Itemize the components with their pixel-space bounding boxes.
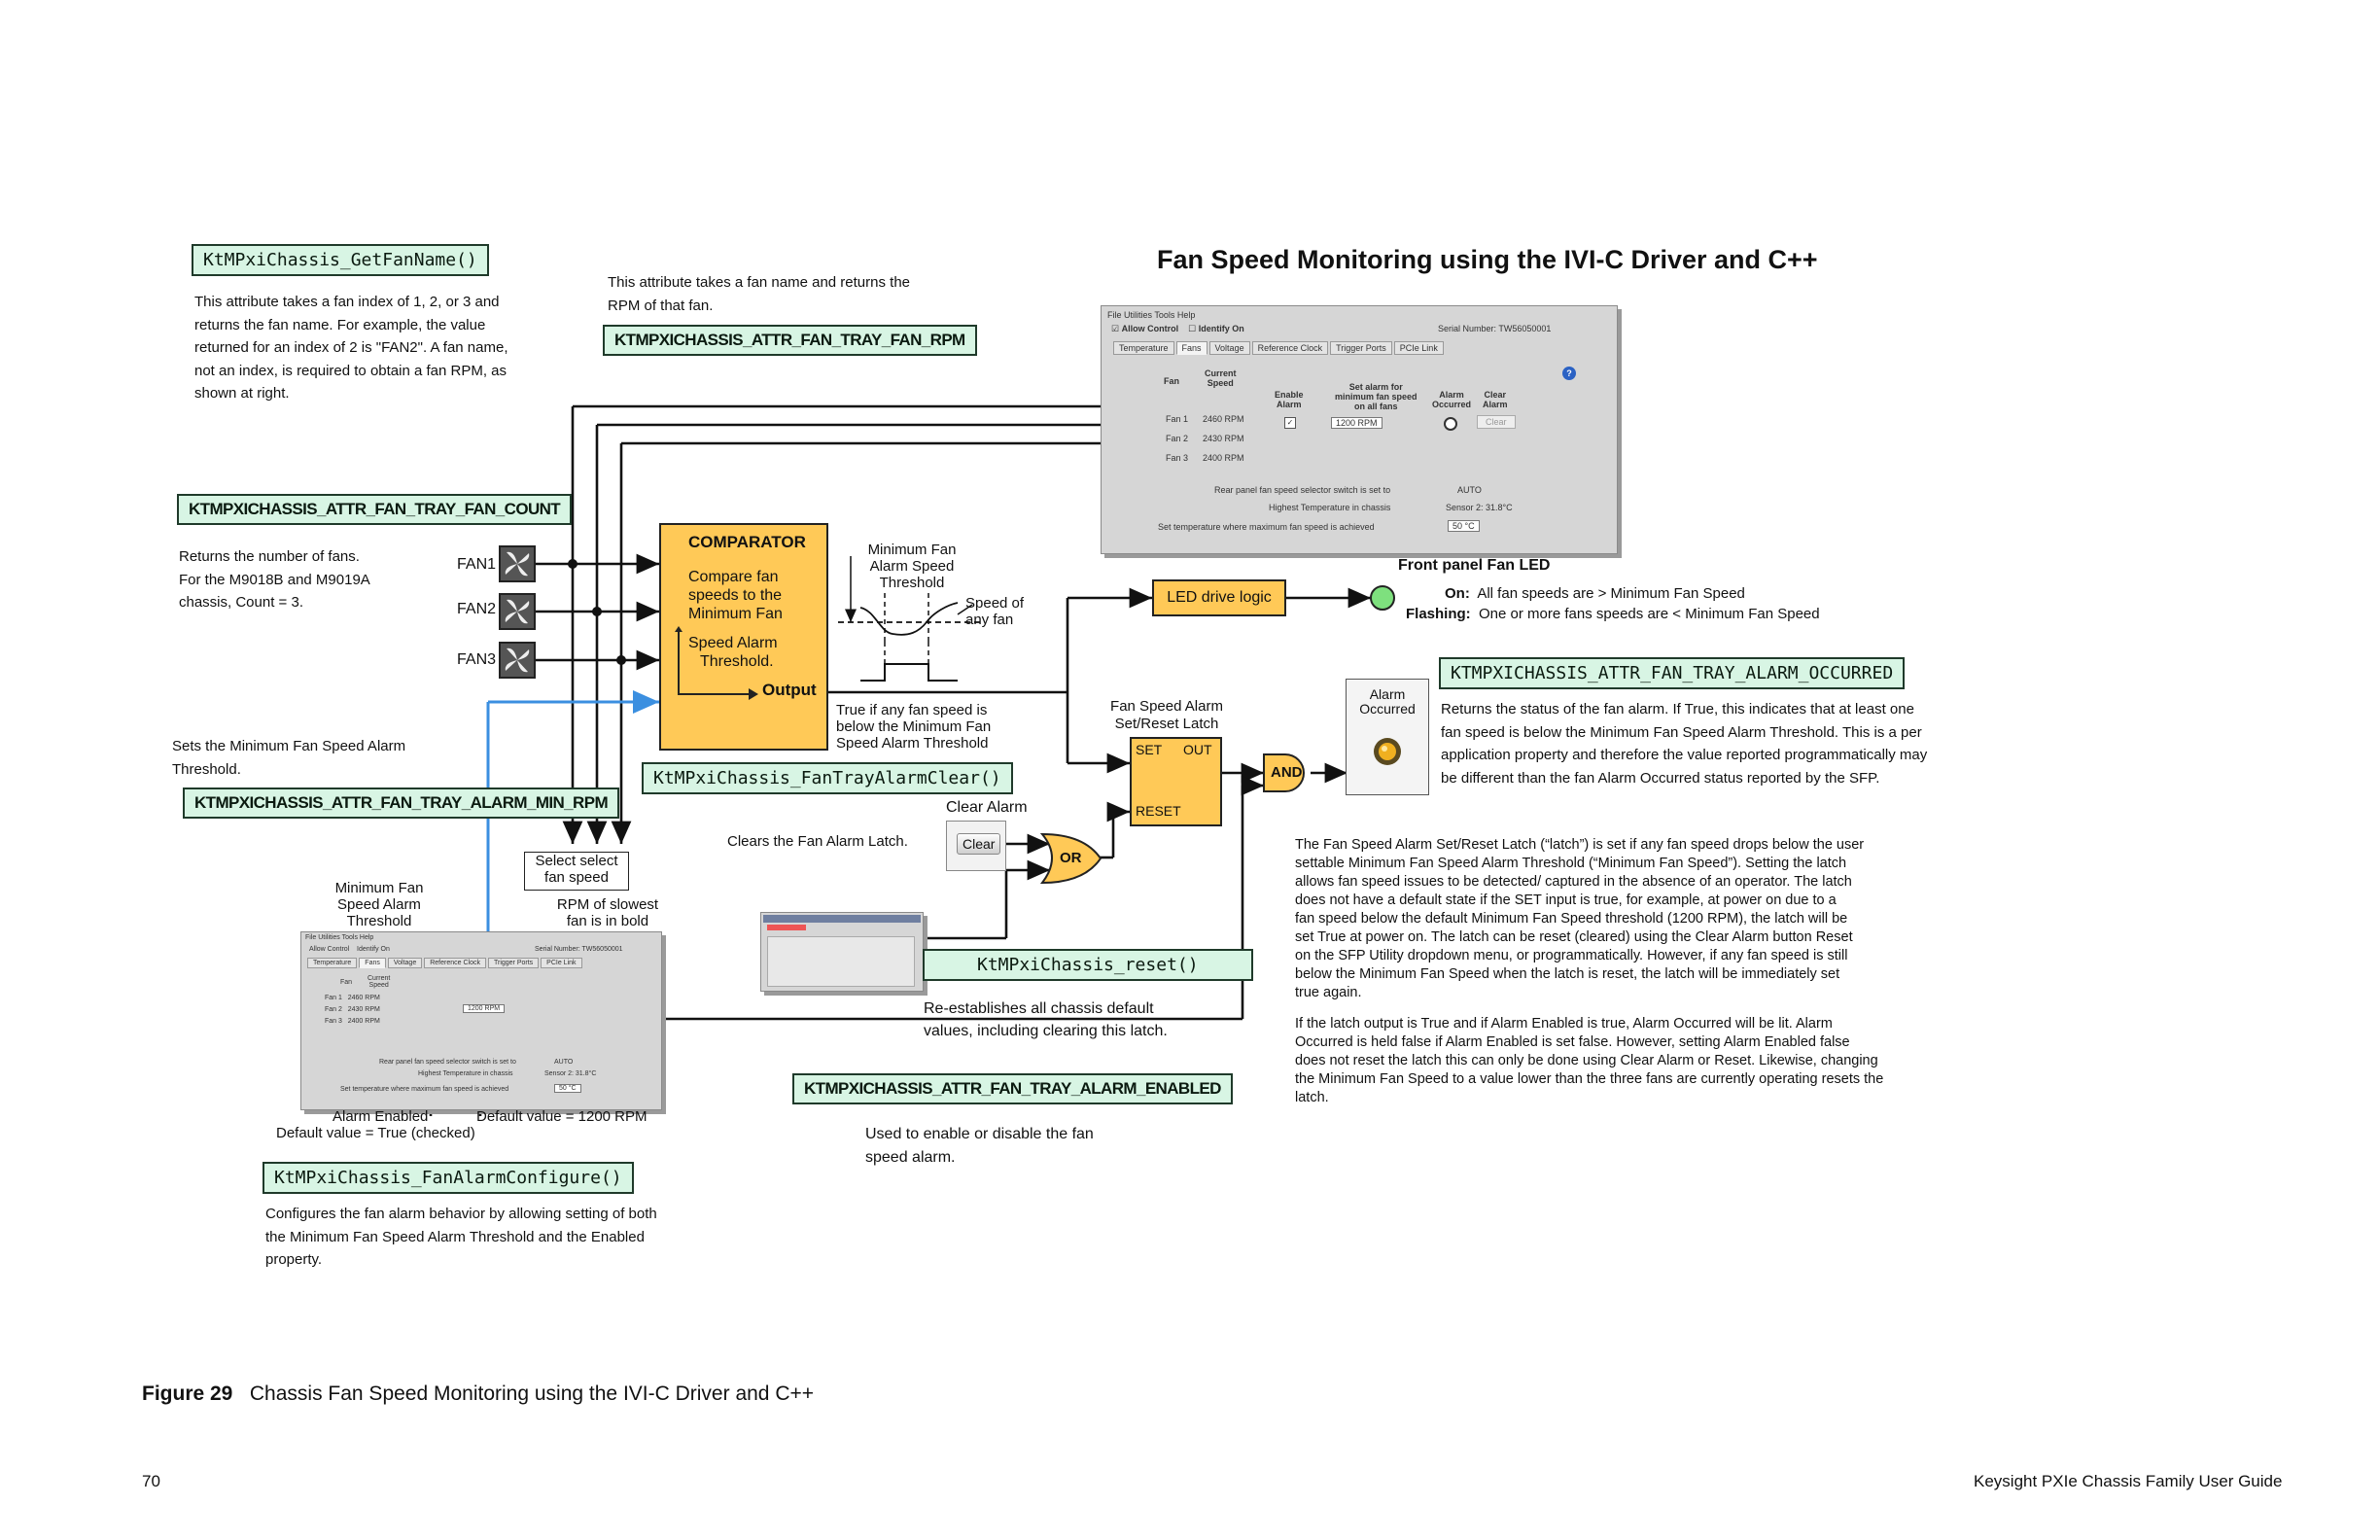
fan2-label: FAN2 [457,601,497,617]
tab-voltage[interactable]: Voltage [1208,341,1250,355]
get-fan-name-desc: This attribute takes a fan index of 1, 2… [194,294,508,402]
figure-caption: Figure 29 Chassis Fan Speed Monitoring u… [142,1382,815,1405]
clear-alarm-label: Clear Alarm [946,799,1028,816]
tab-trigger-ports[interactable]: Trigger Ports [1330,341,1392,355]
alarm-occurred-code: KTMPXICHASSIS_ATTR_FAN_TRAY_ALARM_OCCURR… [1439,657,1906,689]
help-icon[interactable]: ? [1562,367,1576,380]
fan1-icon [499,545,536,582]
get-fan-name-code: KtMPxiChassis_GetFanName() [192,244,489,276]
min-speed-input[interactable]: 1200 RPM [1331,417,1382,429]
reset-code: KtMPxiChassis_reset() [923,949,1253,981]
set-reset-latch: SET OUT RESET [1130,737,1222,826]
latch-paragraph-2: If the latch output is True and if Alarm… [1295,1016,1884,1105]
fan-count-code: KTMPXICHASSIS_ATTR_FAN_TRAY_FAN_COUNT [177,494,573,525]
clear-alarm-button[interactable]: Clear [957,833,1001,855]
and-gate-label: AND [1271,764,1303,781]
fan-alarm-configure-code: KtMPxiChassis_FanAlarmConfigure() [262,1162,634,1194]
or-gate [1039,832,1102,885]
sfp-window-small: File Utilities Tools Help Allow Control … [300,931,662,1110]
page-title: Fan Speed Monitoring using the IVI-C Dri… [1157,245,1818,274]
fan-rpm-code: KTMPXICHASSIS_ATTR_FAN_TRAY_FAN_RPM [603,325,977,356]
front-led-on: On: All fan speeds are > Minimum Fan Spe… [1445,585,1745,602]
fan2-icon [499,593,536,630]
fan3-icon [499,642,536,679]
clear-alarm-button-main[interactable]: Clear [1477,415,1516,429]
alarm-occurred-desc: Returns the status of the fan alarm. If … [1441,701,1928,787]
tab-reference-clock[interactable]: Reference Clock [1251,341,1329,355]
tab-fans[interactable]: Fans [1175,341,1208,355]
clears-latch-text: Clears the Fan Alarm Latch. [727,833,908,850]
tab-temperature[interactable]: Temperature [1113,341,1174,355]
alarm-occurred-light [1444,417,1457,431]
front-led-title: Front panel Fan LED [1398,557,1551,574]
fan-count-desc: Returns the number of fans.For the M9018… [179,548,370,611]
enable-alarm-checkbox[interactable]: ✓ [1284,417,1296,429]
fan1-label: FAN1 [457,556,497,573]
footer-guide-title: Keysight PXIe Chassis Family User Guide [1974,1472,2283,1490]
sfp-reset-window-thumb [760,912,924,992]
min-rpm-code: KTMPXICHASSIS_ATTR_FAN_TRAY_ALARM_MIN_RP… [183,788,620,819]
min-speed-input-small[interactable]: 1200 RPM [463,1004,506,1013]
default-rpm-label: Default value = 1200 RPM [476,1108,648,1125]
fan-alarm-configure-desc: Configures the fan alarm behavior by all… [265,1206,657,1268]
sfp-window-main: File Utilities Tools Help ☑ Allow Contro… [1101,305,1618,554]
front-led-flashing: Flashing: One or more fans speeds are < … [1406,606,1820,622]
or-gate-label: OR [1060,850,1082,866]
allow-control-checkbox[interactable]: ☑ [1111,324,1120,333]
led-drive-logic: LED drive logic [1152,579,1286,616]
fan3-label: FAN3 [457,651,497,668]
and-gate [1263,753,1305,792]
max-temp-input[interactable]: 50 °C [1448,520,1480,532]
clear-alarm-panel: Clear [946,821,1006,871]
page-number: 70 [142,1472,160,1490]
identify-on-checkbox[interactable]: ☐ [1188,324,1197,333]
fan-rpm-desc: This attribute takes a fan name and retu… [608,274,911,314]
latch-paragraph-1: The Fan Speed Alarm Set/Reset Latch (“la… [1295,837,1865,1000]
front-panel-led [1370,585,1395,611]
tab-pcie-link[interactable]: PCIe Link [1393,341,1444,355]
alarm-clear-code: KtMPxiChassis_FanTrayAlarmClear() [642,762,1013,794]
alarm-enabled-code: KTMPXICHASSIS_ATTR_FAN_TRAY_ALARM_ENABLE… [792,1073,1233,1104]
